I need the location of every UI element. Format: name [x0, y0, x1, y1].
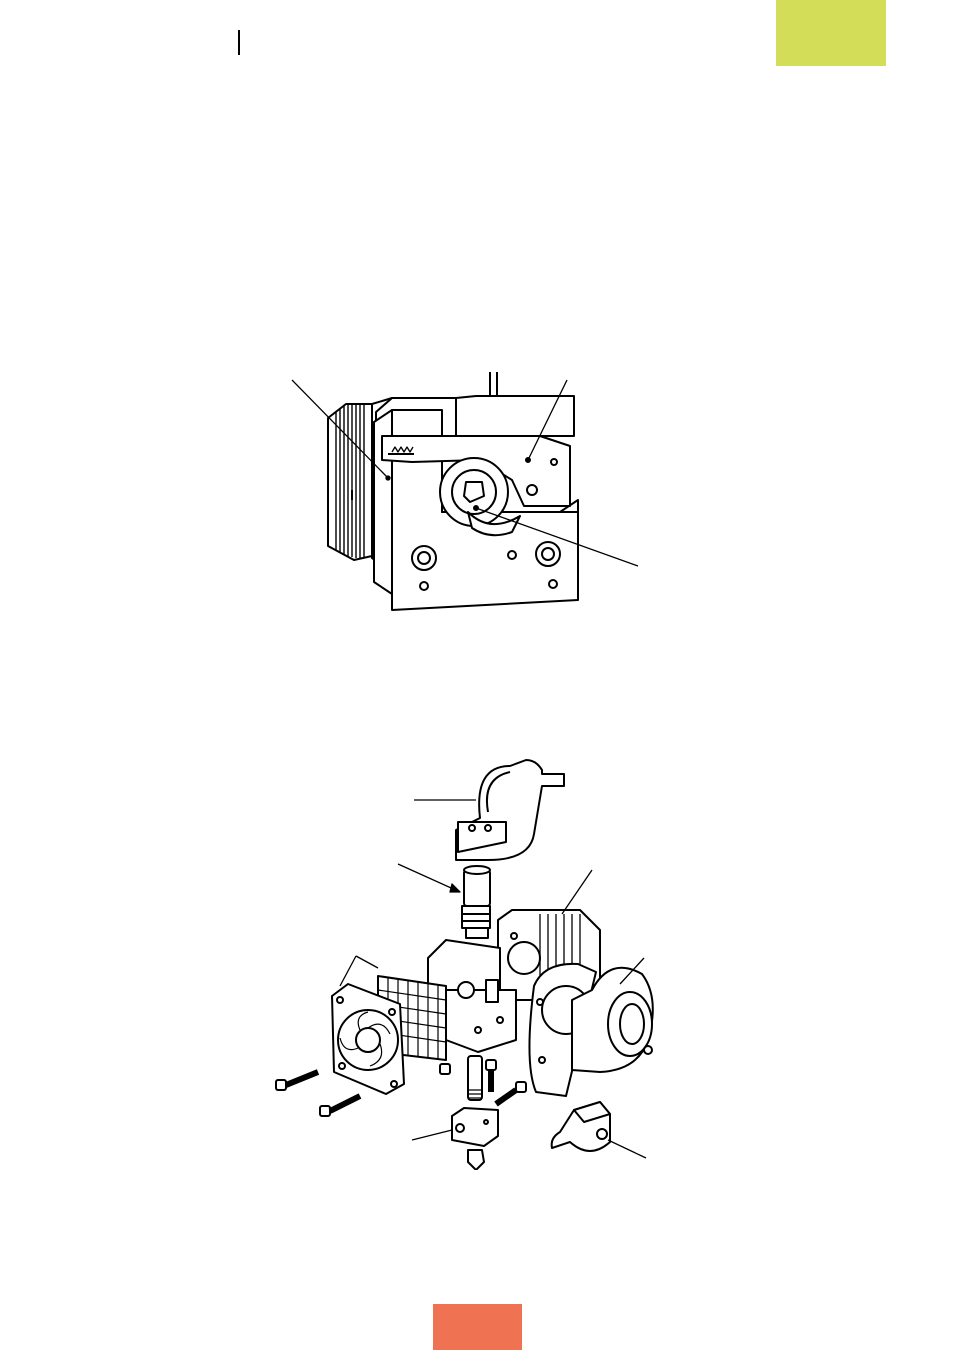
header-rule: [238, 30, 240, 55]
section-tab: [776, 0, 886, 66]
fan-duct-part: [550, 1101, 611, 1152]
page-tab: [433, 1304, 522, 1350]
idler-lever-part: [455, 759, 565, 861]
drive-gear: [439, 457, 521, 537]
leader-lines: [339, 799, 647, 1159]
nozzle-part: [467, 1149, 485, 1170]
pneumatic-fitting-part: [461, 865, 491, 939]
extruder-assembly-figure: [291, 372, 639, 611]
axial-fan-part: [331, 983, 405, 1095]
leader-lines: [291, 379, 639, 567]
heater-block-part: [451, 1107, 499, 1147]
blower-fan-part: [571, 966, 654, 1073]
screws: [275, 1059, 527, 1117]
idler-arm: [381, 435, 571, 507]
heat-break-part: [467, 1055, 483, 1101]
exploded-view-figure: [275, 759, 654, 1170]
